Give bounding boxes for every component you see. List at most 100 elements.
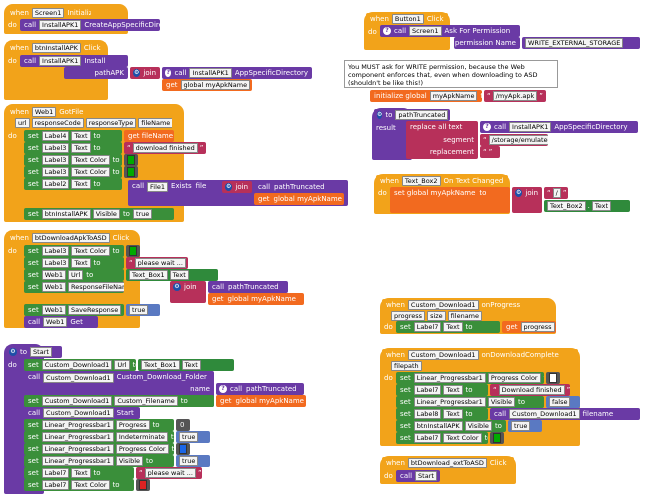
customdownload-onprogress-block[interactable]: when Custom_Download1 onProgress progres… [380, 298, 560, 336]
value-dropdown[interactable]: true [179, 432, 199, 442]
text-field[interactable]: download finished [132, 143, 198, 153]
component-dropdown[interactable]: InstallAPK1 [39, 20, 82, 30]
btdownload-ext-click-block[interactable]: when btDownload_extToASD Click do call S… [380, 456, 520, 486]
property-dropdown[interactable]: Indeterminate [115, 432, 168, 442]
empty-text-block[interactable]: “” [480, 146, 500, 158]
component-dropdown[interactable]: btnInstallAPK [31, 43, 81, 53]
component-dropdown[interactable]: InstallAPK1 [39, 56, 82, 66]
boolean-block[interactable]: true [126, 304, 160, 316]
value-dropdown[interactable]: true [179, 456, 199, 466]
property-dropdown[interactable]: SaveResponse [68, 305, 122, 315]
component-dropdown[interactable]: Web1 [31, 107, 57, 117]
component-dropdown[interactable]: Label3 [41, 167, 70, 177]
screen1-initialize-block[interactable]: when Screen1 Initialize do call InstallA… [4, 4, 164, 36]
property-dropdown[interactable]: Text [71, 468, 91, 478]
component-dropdown[interactable]: Label3 [41, 155, 70, 165]
boolean-block[interactable]: false [546, 396, 580, 408]
get-progress-block[interactable]: get progress [502, 321, 556, 333]
component-dropdown[interactable]: Custom_Download1 [43, 408, 114, 418]
property-dropdown[interactable]: Text [591, 201, 612, 211]
param-responsecode[interactable]: responseCode [31, 118, 84, 128]
component-dropdown[interactable]: Screen1 [31, 8, 65, 18]
component-dropdown[interactable]: btDownload_extToASD [407, 458, 487, 468]
param-size[interactable]: size [427, 311, 446, 321]
permission-dropdown[interactable]: WRITE_EXTERNAL_STORAGE [525, 38, 624, 48]
property-dropdown[interactable]: Text Color [71, 167, 110, 177]
component-dropdown[interactable]: Label7 [413, 385, 442, 395]
call-specific-dir-block[interactable]: ? call InstallAPK1 AppSpecificDirectory [162, 67, 312, 79]
join-block[interactable]: ⚙ join [512, 187, 542, 213]
component-dropdown[interactable]: Linear_Progressbar1 [41, 420, 114, 430]
text-value-block[interactable]: “please wait ...” [126, 257, 188, 269]
color-block[interactable] [176, 443, 190, 455]
component-dropdown[interactable]: Linear_Progressbar1 [413, 397, 486, 407]
component-dropdown[interactable]: Custom_Download1 [43, 373, 114, 383]
component-dropdown[interactable]: Label7 [41, 480, 70, 490]
procedure-name-field[interactable]: pathTruncated [395, 110, 449, 120]
property-dropdown[interactable]: Visible [92, 209, 120, 219]
property-dropdown[interactable]: Text [443, 409, 463, 419]
text-value-block[interactable]: “Download finished” [490, 384, 570, 396]
text-value-block[interactable]: “download finished” [124, 142, 206, 154]
customdownload-oncomplete-block[interactable]: when Custom_Download1 onDownloadComplete… [380, 348, 650, 448]
color-block[interactable] [124, 166, 138, 178]
component-dropdown[interactable]: btnInstallAPK [413, 421, 463, 431]
join-block[interactable]: ⚙ join [222, 181, 252, 193]
value-dropdown[interactable]: true [511, 421, 531, 431]
property-dropdown[interactable]: Text Color [443, 433, 482, 443]
property-dropdown[interactable]: Text [71, 143, 91, 153]
component-dropdown[interactable]: Web1 [43, 317, 68, 327]
value-dropdown[interactable]: true [129, 305, 149, 315]
component-dropdown[interactable]: Text_Box2 [401, 176, 441, 186]
property-dropdown[interactable]: Text [71, 179, 91, 189]
color-block[interactable] [490, 432, 504, 444]
property-dropdown[interactable]: Text [443, 322, 463, 332]
color-swatch[interactable] [549, 373, 557, 383]
call-pathtruncated-block[interactable]: call pathTruncated [254, 181, 330, 193]
text-field[interactable]: / [552, 188, 561, 198]
button1-click-block[interactable]: when Button1 Click do ? call Screen1 Ask… [364, 12, 644, 52]
set-global-block[interactable]: set global myApkName to [390, 187, 510, 213]
property-dropdown[interactable]: Text Color [71, 480, 110, 490]
call-install-block[interactable]: call InstallAPK1 Install [20, 55, 128, 67]
component-dropdown[interactable]: Label3 [41, 143, 70, 153]
set-property-block[interactable]: setWeb1ResponseFileNameto [24, 281, 124, 293]
component-dropdown[interactable]: Linear_Progressbar1 [41, 456, 114, 466]
param-progress[interactable]: progress [391, 311, 426, 321]
boolean-block[interactable]: true [508, 420, 542, 432]
component-dropdown[interactable]: Custom_Download1 [41, 396, 113, 406]
component-dropdown[interactable]: btDownloadApkToASD [31, 233, 110, 243]
color-block[interactable] [546, 372, 560, 384]
component-dropdown[interactable]: Screen1 [409, 26, 442, 36]
set-property-block[interactable]: setWeb1SaveResponseto [24, 304, 124, 316]
variable-name-field[interactable]: myApkName [429, 91, 478, 101]
component-dropdown[interactable]: File1 [147, 182, 169, 192]
component-dropdown[interactable]: Custom_Download1 [41, 360, 113, 370]
param-filename[interactable]: fileName [138, 118, 172, 128]
property-dropdown[interactable]: Url [114, 360, 130, 370]
property-dropdown[interactable]: Text [181, 360, 201, 370]
textbox2-text-getter[interactable]: Text_Box2 . Text [544, 200, 630, 212]
property-dropdown[interactable]: Visible [115, 456, 144, 466]
component-dropdown[interactable]: Label2 [41, 179, 70, 189]
component-dropdown[interactable]: Web1 [41, 270, 67, 280]
text-field[interactable]: please wait ... [144, 468, 196, 478]
color-swatch[interactable] [179, 444, 187, 454]
component-dropdown[interactable]: Label7 [413, 322, 442, 332]
